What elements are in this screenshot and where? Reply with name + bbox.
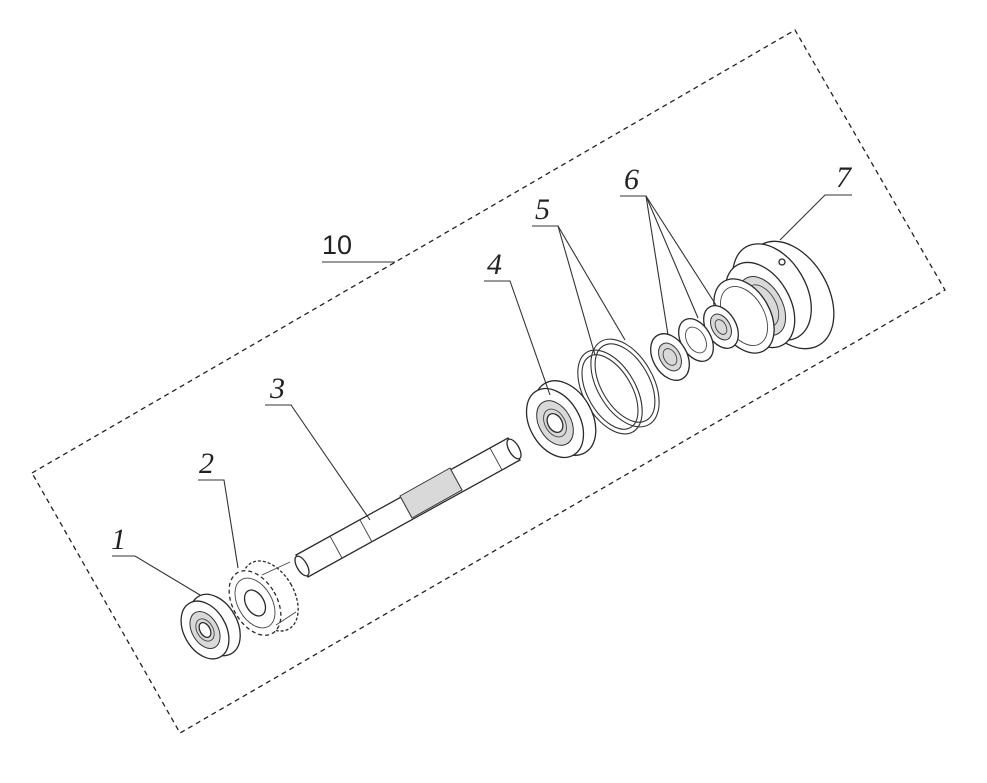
- leader-4: [484, 280, 551, 396]
- helical-gear-part: [228, 560, 299, 636]
- o-rings-part: [577, 338, 660, 435]
- small-bearings-part: [650, 305, 739, 381]
- leader-lines: [112, 194, 852, 596]
- ball-bearing-4-part: [525, 380, 597, 459]
- shaft-part: [294, 437, 522, 578]
- leader-6c: [645, 195, 717, 306]
- flange-housing-part: [713, 240, 835, 354]
- callout-1: 1: [111, 523, 126, 556]
- leader-6a: [620, 195, 669, 336]
- assembly-boundary: [31, 29, 946, 734]
- ball-bearing-1-part: [180, 593, 241, 660]
- callout-2: 2: [199, 447, 214, 480]
- callout-3: 3: [269, 372, 285, 405]
- leader-1: [112, 555, 201, 596]
- leader-5a: [532, 225, 596, 356]
- leader-3: [265, 404, 371, 521]
- leader-2: [198, 479, 239, 569]
- callout-10: 10: [322, 230, 352, 260]
- callout-6: 6: [624, 163, 639, 196]
- leader-6b: [645, 195, 699, 319]
- callout-7: 7: [836, 161, 853, 194]
- callout-4: 4: [487, 248, 502, 281]
- callout-5: 5: [535, 193, 550, 226]
- leader-5b: [557, 225, 626, 341]
- leader-7: [779, 194, 852, 241]
